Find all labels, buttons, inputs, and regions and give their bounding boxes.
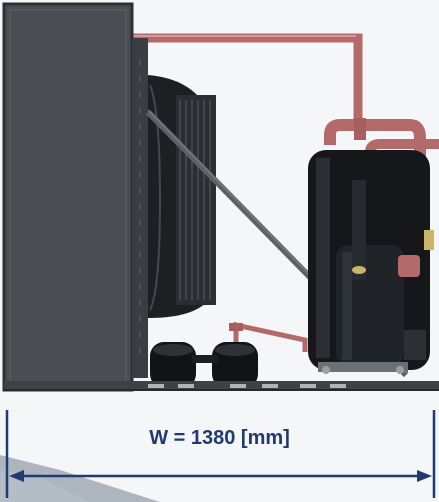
arrowhead-right	[417, 470, 432, 482]
condenser-coil	[2, 2, 148, 392]
base-frame	[4, 381, 439, 391]
compressor	[308, 150, 434, 374]
fan-assembly	[148, 75, 216, 318]
receivers	[150, 342, 258, 388]
arrowhead-left	[9, 470, 24, 482]
dimension-label: W = 1380 [mm]	[149, 427, 290, 449]
width-dimension	[5, 410, 436, 498]
